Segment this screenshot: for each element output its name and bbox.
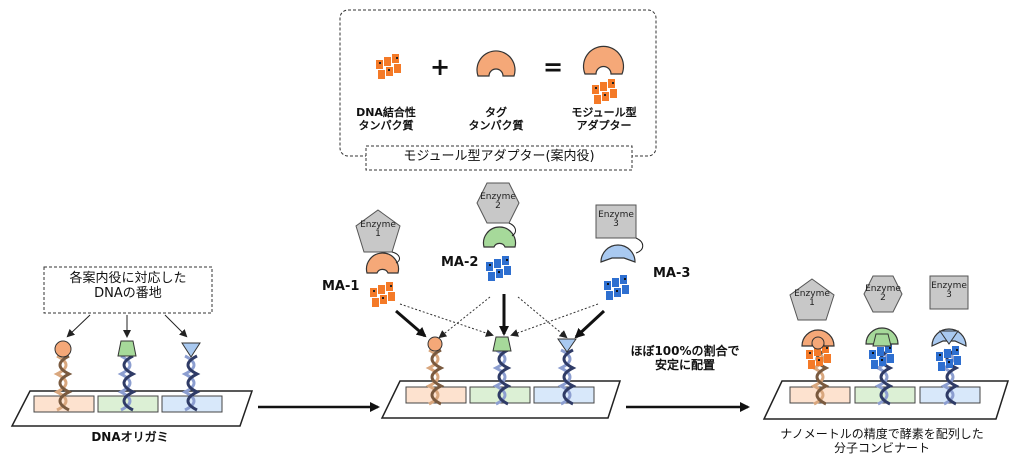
modular-adapter-label: モジュール型アダプター xyxy=(571,106,637,132)
top-panel xyxy=(339,9,657,157)
ma2-tag-icon xyxy=(482,226,517,248)
enzyme-2-hexagon xyxy=(863,275,903,313)
origami-pad-orange xyxy=(405,386,467,404)
plus-sign: + xyxy=(430,53,451,81)
ma3-tag-icon xyxy=(600,244,636,263)
adapter-title: モジュール型アダプター(案内役) xyxy=(403,149,595,164)
molecular-combinat-caption: ナノメートルの精度で酵素を配列した分子コンビナート xyxy=(780,427,984,455)
origami-pad-orange xyxy=(789,386,851,404)
triangle-tag-icon xyxy=(557,338,577,353)
tag-protein-label: タグタンパク質 xyxy=(468,106,524,132)
circle-tag-icon xyxy=(811,336,825,350)
ma1-tag-icon xyxy=(365,252,400,274)
placement-note: ほぼ100%の割合で安定に配置 xyxy=(630,344,740,372)
modular-adapter-dna-icon xyxy=(592,79,617,104)
trapezoid-tag-icon xyxy=(117,340,137,357)
circle-tag-icon xyxy=(54,340,72,358)
circle-tag-icon xyxy=(427,336,443,352)
ma1-dna-block xyxy=(370,282,395,307)
dna-origami-caption: DNAオリガミ xyxy=(91,430,169,444)
enzyme-3-square xyxy=(595,204,637,239)
enzyme-1-pentagon xyxy=(789,278,835,321)
mismatch-arrow xyxy=(438,296,491,339)
pointer-arrow-1 xyxy=(66,314,91,338)
trapezoid-tag-icon xyxy=(872,333,892,347)
ma3-dna-block xyxy=(604,275,629,300)
ma2-label: MA-2 xyxy=(441,255,479,270)
ma3-label: MA-3 xyxy=(653,266,691,281)
linker xyxy=(391,251,400,264)
triangle-tag-icon xyxy=(181,342,201,358)
linker xyxy=(635,237,644,254)
left-address-box xyxy=(43,266,213,314)
tag-protein-icon xyxy=(476,50,516,77)
dna-binding-protein-label: DNA結合性タンパク質 xyxy=(356,106,416,132)
bind-arrow-ma3 xyxy=(574,309,606,339)
triangle-tag-icon xyxy=(939,330,959,345)
modular-adapter-tag-icon xyxy=(582,45,625,75)
mismatch-arrow xyxy=(510,303,599,337)
enzyme-1-pentagon xyxy=(355,209,401,253)
linker xyxy=(508,222,517,237)
equals-sign: = xyxy=(543,53,564,81)
mismatch-arrow xyxy=(399,303,494,337)
origami-pad-blue xyxy=(919,386,981,404)
dna-binding-protein-icon xyxy=(376,54,401,79)
ma2-dna-block xyxy=(486,256,511,281)
ma1-label: MA-1 xyxy=(322,279,360,294)
mismatch-arrow xyxy=(517,296,568,339)
origami-pad-green xyxy=(854,386,916,404)
enzyme-3-square xyxy=(929,275,969,310)
bind-arrow-ma1 xyxy=(395,309,427,338)
title-box xyxy=(365,145,633,171)
trapezoid-tag-icon xyxy=(492,336,512,352)
pointer-arrow-3 xyxy=(164,314,188,338)
